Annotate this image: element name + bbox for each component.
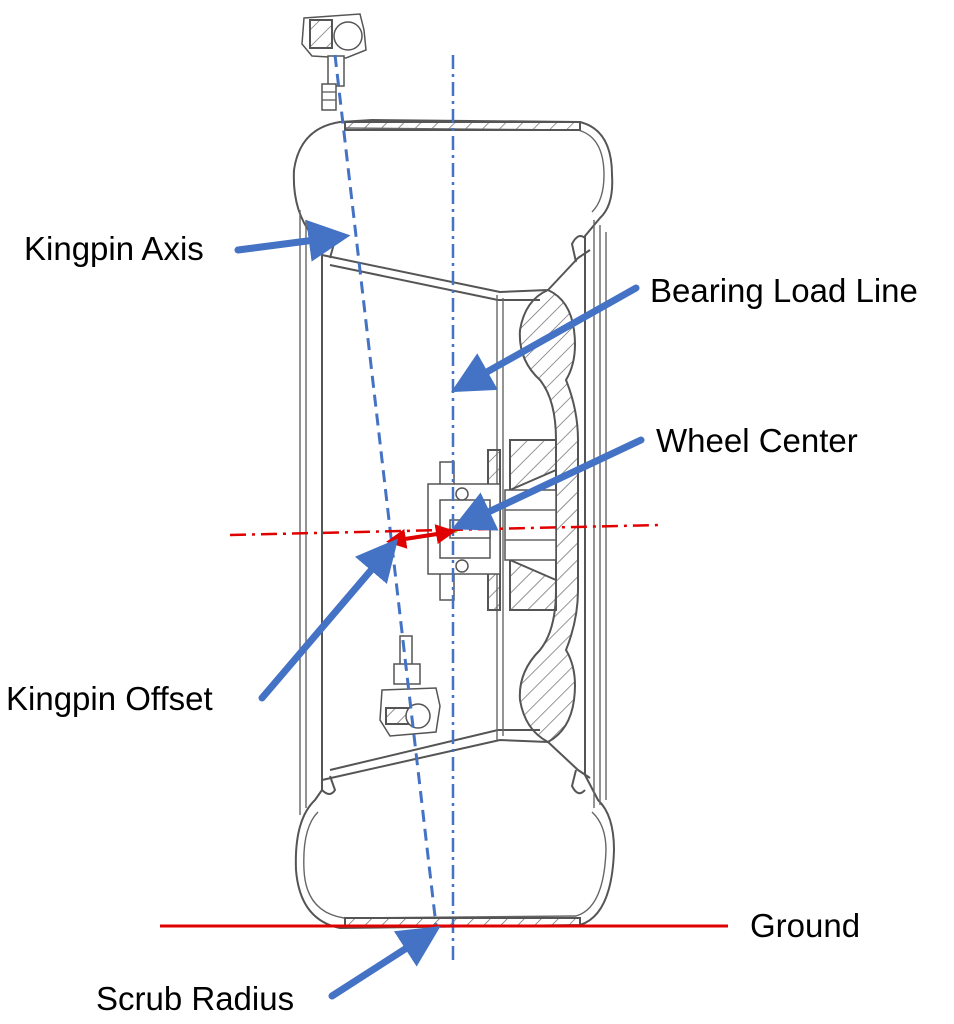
kingpin-axis-label: Kingpin Axis [24,230,204,267]
scrub-radius-pointer [328,926,441,1000]
upper-ball-joint [301,13,367,111]
lower-ball-joint [379,635,441,737]
kingpin-offset-pointer [258,538,399,702]
wheel-disc [518,288,579,744]
tire-section [292,119,615,929]
tread-hatch-top [344,121,581,131]
wheel-center-line [229,523,661,537]
kingpin-offset-arrow [386,524,456,549]
rim-section [321,249,591,781]
kingpin-axis-line [333,54,438,926]
bearing-ball-top [455,487,469,501]
wheel-center-label: Wheel Center [656,422,858,459]
bearing-load-line-label: Bearing Load Line [650,272,918,309]
kingpin-axis-pointer [234,219,351,262]
ground-label: Ground [750,907,860,944]
wheel-center-pointer [451,436,645,531]
bearing-load-line-pointer [451,284,640,393]
scrub-radius-label: Scrub Radius [96,980,294,1017]
kingpin-offset-label: Kingpin Offset [6,680,213,717]
bearing-ball-bottom [455,559,469,573]
